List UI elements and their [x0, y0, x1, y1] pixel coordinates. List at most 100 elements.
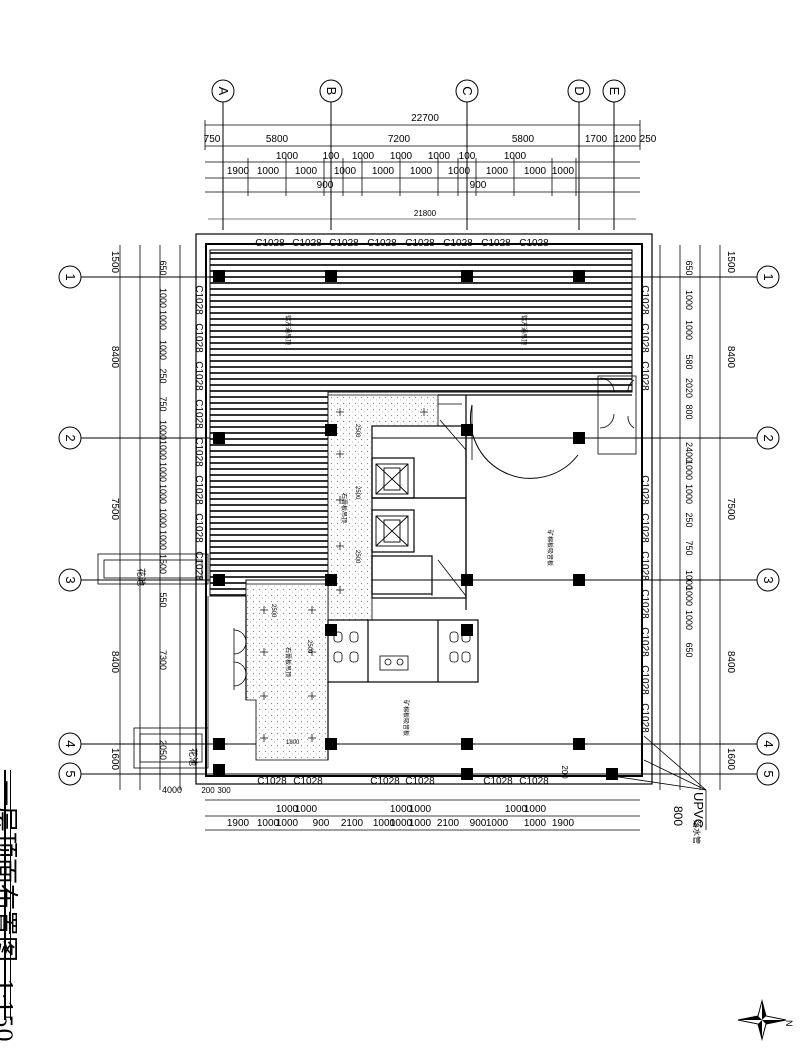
- window-label-top: C1028: [255, 238, 285, 249]
- window-label-left: C1028: [193, 323, 204, 353]
- dim-right-inner: 1000: [684, 586, 694, 606]
- window-label-right: C1028: [639, 703, 650, 733]
- light-grid-dim-2: 2500: [354, 486, 360, 500]
- window-label-bottom: C1028: [483, 776, 513, 787]
- structural-column: [213, 738, 225, 750]
- dim-left-inner: 1000: [158, 508, 168, 528]
- dim-r2-2: 100: [323, 151, 340, 162]
- dim-bottom: 1000: [486, 818, 509, 829]
- structural-column: [213, 270, 225, 282]
- drawing-title: 一层顶面布置图 1:150: [0, 780, 25, 1042]
- structural-columns: [213, 270, 618, 780]
- light-grid-dim-4: 2500: [270, 604, 276, 618]
- axis-label-3-left: 3: [63, 576, 78, 583]
- dim-right-outer-3: 7500: [725, 498, 736, 521]
- dim-r3-sub-1: 900: [317, 180, 334, 191]
- axis-label-b: B: [324, 87, 339, 96]
- window-label-right: C1028: [639, 589, 650, 619]
- dim-bottom-upper: 1000: [524, 804, 547, 815]
- dim-left-inner: 1000: [158, 288, 168, 308]
- structural-column: [461, 424, 473, 436]
- axis-label-2-left: 2: [63, 434, 78, 441]
- dim-left-inner: 1000: [158, 484, 168, 504]
- dim-left-inner: 550: [158, 592, 168, 607]
- dim-left-bottom-4000: 4000: [162, 785, 182, 795]
- drawing-title-text: 一层顶面布置图: [0, 780, 19, 963]
- dim-left-inner: 1000: [158, 462, 168, 482]
- dim-r3-8: 1000: [486, 166, 509, 177]
- structural-column: [325, 574, 337, 586]
- dim-left-inner: 1000: [158, 340, 168, 360]
- right-dimension-lines: [659, 245, 721, 790]
- axis-label-2-right: 2: [761, 434, 776, 441]
- structural-column: [213, 764, 225, 776]
- dim-right-inner: 2020: [684, 378, 694, 398]
- dim-top-5: 1700: [585, 134, 608, 145]
- window-label-top: C1028: [329, 238, 359, 249]
- dim-inner-width: 21800: [414, 209, 437, 218]
- window-label-bottom: C1028: [519, 776, 549, 787]
- axis-label-3-right: 3: [761, 576, 776, 583]
- dim-bottom-upper: 1000: [390, 804, 413, 815]
- dim-right-inner: 1000: [684, 484, 694, 504]
- side-axis-bubbles: [58, 265, 780, 786]
- dim-right-inner: 580: [684, 354, 694, 369]
- window-label-right: C1028: [639, 475, 650, 505]
- left-inner-dims: 6501000100010002507501000100010001000100…: [158, 260, 168, 760]
- dim-bottom-upper: 1000: [505, 804, 528, 815]
- dim-left-outer-1: 1500: [109, 251, 120, 274]
- dim-bottom: 1900: [552, 818, 575, 829]
- light-grid-dim-3: 2500: [354, 550, 360, 564]
- window-label-right: C1028: [639, 361, 650, 391]
- window-label-right: C1028: [639, 665, 650, 695]
- axis-label-4-left: 4: [63, 740, 78, 747]
- dim-right-outer-2: 8400: [725, 346, 736, 369]
- dim-top-2: 5800: [266, 134, 289, 145]
- light-grid-dim-6: 1800: [286, 740, 300, 746]
- planter-label-2: 花池: [188, 748, 199, 766]
- dim-bottom: 2100: [341, 818, 364, 829]
- window-label-bottom: C1028: [405, 776, 435, 787]
- dim-r2-4: 1000: [390, 151, 413, 162]
- window-label-left: C1028: [193, 437, 204, 467]
- window-label-top: C1028: [519, 238, 549, 249]
- window-label-left: C1028: [193, 475, 204, 505]
- zone-note-gypsum-1: 石膏板吊顶: [340, 493, 348, 523]
- window-label-left: C1028: [193, 399, 204, 429]
- window-label-right: C1028: [639, 513, 650, 543]
- window-label-right: C1028: [639, 323, 650, 353]
- dim-left-inner: 1500: [158, 554, 168, 574]
- window-label-right: C1028: [639, 627, 650, 657]
- dim-right-inner: 650: [684, 642, 694, 657]
- axis-label-1-right: 1: [761, 273, 776, 280]
- dim-left-bottom-300: 300: [217, 786, 231, 795]
- dim-r2-3: 1000: [352, 151, 375, 162]
- structural-column: [461, 768, 473, 780]
- zone-note-strip-2: 铝方通吊顶: [520, 315, 528, 345]
- structural-column: [325, 270, 337, 282]
- dim-r3-5: 1000: [372, 166, 395, 177]
- axis-label-d: D: [572, 86, 587, 95]
- ceiling-light-fixtures: [260, 408, 428, 742]
- dim-right-outer-5: 1600: [725, 748, 736, 771]
- dim-left-outer-5: 1600: [109, 748, 120, 771]
- left-dimension-lines: [119, 245, 181, 790]
- dim-r3-4: 1000: [334, 166, 357, 177]
- window-label-top: C1028: [443, 238, 473, 249]
- axis-label-5-right: 5: [761, 770, 776, 777]
- dim-left-inner: 2050: [158, 740, 168, 760]
- window-label-top: C1028: [292, 238, 322, 249]
- structural-column: [461, 270, 473, 282]
- dim-right-inner: 1000: [684, 610, 694, 630]
- light-grid-dim-5: 2500: [306, 640, 312, 654]
- zone-note-strip-1: 铝方通吊顶: [284, 315, 292, 345]
- dim-right-inner: 1000: [684, 570, 694, 590]
- structural-column: [461, 574, 473, 586]
- dim-right-inner: 800: [684, 404, 694, 419]
- window-label-top: C1028: [367, 238, 397, 249]
- window-label-right: C1028: [639, 551, 650, 581]
- bottom-dimension-lines: [205, 799, 640, 831]
- dim-bottom-200: 200: [560, 765, 569, 779]
